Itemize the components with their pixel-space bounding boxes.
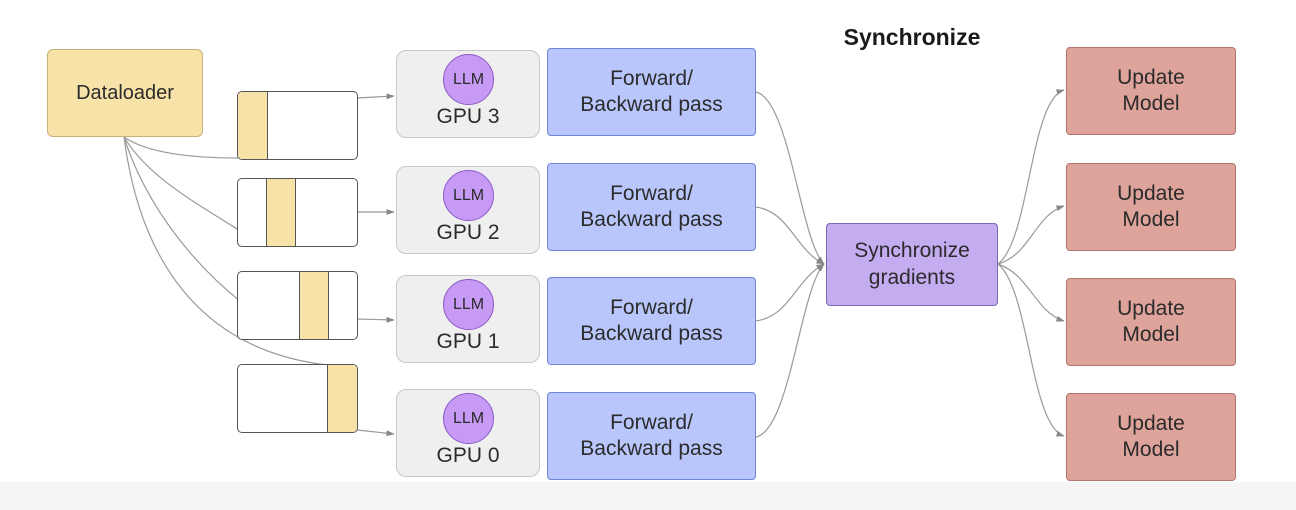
connector-sync-update-3 xyxy=(997,263,1065,437)
llm-badge: LLM xyxy=(443,54,494,105)
connector-fwd-1-sync xyxy=(755,263,825,322)
update-line2: Model xyxy=(1122,92,1180,115)
connector-fwd-3-sync xyxy=(755,91,825,265)
fwd-line1: Forward/ xyxy=(610,66,693,90)
fwd-line1: Forward/ xyxy=(610,295,693,319)
update-line1: Update xyxy=(1117,181,1185,205)
gpu-label: GPU 0 xyxy=(436,444,500,467)
update-line2: Model xyxy=(1122,323,1180,346)
llm-badge: LLM xyxy=(443,279,494,330)
data-batch-1 xyxy=(237,271,358,340)
batch-shard xyxy=(266,179,296,246)
llm-badge: LLM xyxy=(443,170,494,221)
fwd-line2: Backward pass xyxy=(580,208,723,231)
gpu-0-panel: LLM GPU 0 xyxy=(396,389,540,477)
gpu-label: GPU 2 xyxy=(436,221,500,244)
fwd-line2: Backward pass xyxy=(580,437,723,460)
bottom-strip xyxy=(0,482,1296,510)
gpu-1-panel: LLM GPU 1 xyxy=(396,275,540,363)
update-model-box-1: Update Model xyxy=(1066,163,1236,251)
forward-backward-box-3: Forward/ Backward pass xyxy=(547,48,756,136)
forward-backward-box-1: Forward/ Backward pass xyxy=(547,277,756,365)
fwd-line2: Backward pass xyxy=(580,322,723,345)
update-line2: Model xyxy=(1122,208,1180,231)
fwd-line2: Backward pass xyxy=(580,93,723,116)
dataloader-box: Dataloader xyxy=(47,49,203,137)
connector-sync-update-1 xyxy=(997,205,1065,265)
update-line1: Update xyxy=(1117,296,1185,320)
forward-backward-box-2: Forward/ Backward pass xyxy=(547,163,756,251)
gpu-label: GPU 1 xyxy=(436,330,500,353)
fwd-line1: Forward/ xyxy=(610,181,693,205)
update-model-box-3: Update Model xyxy=(1066,393,1236,481)
batch-shard xyxy=(327,365,357,432)
update-line1: Update xyxy=(1117,65,1185,89)
connector-fwd-2-sync xyxy=(755,206,825,265)
update-model-box-0: Update Model xyxy=(1066,47,1236,135)
gpu-2-panel: LLM GPU 2 xyxy=(396,166,540,254)
synchronize-heading: Synchronize xyxy=(843,24,981,50)
llm-badge: LLM xyxy=(443,393,494,444)
data-batch-2 xyxy=(237,178,358,247)
synchronize-gradients-box: Synchronize gradients xyxy=(826,223,998,306)
connector-batch-3-gpu-3 xyxy=(356,93,395,100)
update-line1: Update xyxy=(1117,411,1185,435)
connector-fwd-0-sync xyxy=(755,263,825,438)
connector-sync-update-2 xyxy=(997,263,1065,322)
data-batch-0 xyxy=(237,364,358,433)
batch-shard xyxy=(238,92,268,159)
sync-line2: gradients xyxy=(868,265,956,289)
connector-dataloader-batch-3 xyxy=(123,136,239,159)
gpu-label: GPU 3 xyxy=(436,105,500,128)
sync-line1: Synchronize xyxy=(854,239,970,263)
gpu-3-panel: LLM GPU 3 xyxy=(396,50,540,138)
dataloader-label: Dataloader xyxy=(76,81,174,104)
connector-sync-update-0 xyxy=(997,89,1065,265)
forward-backward-box-0: Forward/ Backward pass xyxy=(547,392,756,480)
data-batch-3 xyxy=(237,91,358,160)
fwd-line1: Forward/ xyxy=(610,410,693,434)
batch-shard xyxy=(299,272,329,339)
update-model-box-2: Update Model xyxy=(1066,278,1236,366)
connector-batch-1-gpu-1 xyxy=(356,316,395,323)
update-line2: Model xyxy=(1122,438,1180,461)
connector-batch-0-gpu-0 xyxy=(356,429,395,437)
